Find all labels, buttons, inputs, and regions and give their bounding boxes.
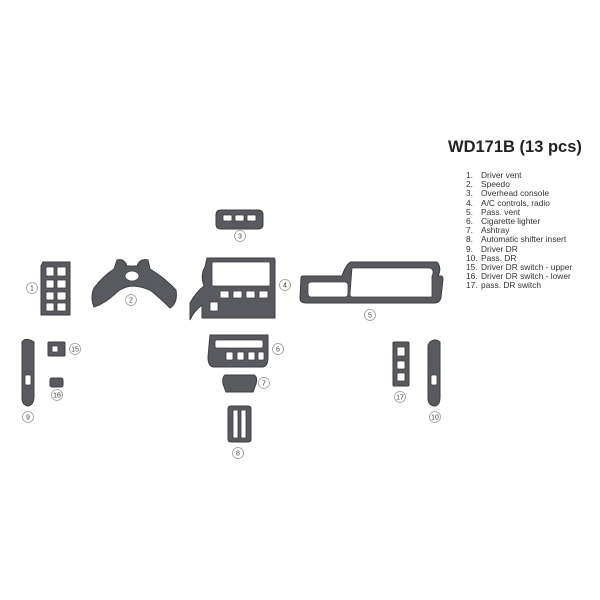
piece-ashtray	[222, 374, 258, 393]
svg-text:7: 7	[262, 381, 266, 388]
legend-label: Pass. DR	[481, 252, 517, 263]
svg-text:10: 10	[431, 415, 439, 422]
callout-16: 16	[51, 389, 63, 401]
legend-number: 2.	[466, 179, 473, 190]
legend-label: Driver DR	[481, 243, 518, 254]
callout-4: 4	[279, 279, 291, 291]
svg-text:6: 6	[276, 347, 280, 354]
parts-legend: 1. Driver vent 2. Speedo 3. Overhead consol…	[466, 170, 573, 291]
legend-item: 2. Speedo	[466, 179, 572, 190]
callout-3: 3	[234, 230, 246, 242]
callout-17: 17	[394, 391, 406, 403]
callout-8: 8	[232, 447, 244, 459]
piece-overhead-console	[215, 209, 264, 230]
legend-number: 3.	[466, 188, 473, 199]
legend-number: 6.	[466, 216, 473, 227]
legend-item: 9. Driver DR	[466, 243, 572, 254]
legend-label: Automatic shifter insert	[481, 234, 567, 245]
piece-driver-switch-lower	[49, 377, 64, 388]
piece-pass-door	[427, 339, 441, 407]
svg-text:16: 16	[53, 393, 61, 400]
legend-label: Ashtray	[481, 225, 510, 236]
svg-text:15: 15	[71, 347, 79, 354]
legend-number: 17.	[466, 280, 478, 291]
svg-text:17: 17	[396, 395, 404, 402]
svg-text:2: 2	[129, 298, 133, 305]
legend-label: Speedo	[481, 179, 510, 190]
legend-number: 15.	[466, 262, 478, 273]
piece-cigarette-lighter	[207, 334, 269, 368]
kit-title: WD171B (13 pcs)	[448, 138, 582, 156]
legend-number: 5.	[466, 206, 473, 217]
callout-9: 9	[22, 411, 34, 423]
callout-1: 1	[26, 282, 38, 294]
legend-item: 1. Driver vent	[466, 170, 572, 180]
legend-label: Overhead console	[481, 188, 549, 199]
piece-shifter-insert	[227, 405, 252, 443]
legend-item: 10.Pass. DR	[466, 252, 572, 263]
piece-pass-switch	[392, 341, 410, 387]
legend-label: Pass. vent	[481, 206, 521, 217]
svg-text:5: 5	[368, 313, 372, 320]
callout-7: 7	[258, 377, 270, 389]
legend-number: 9.	[466, 243, 473, 254]
legend-number: 16.	[466, 271, 478, 282]
svg-text:9: 9	[26, 415, 30, 422]
callout-2: 2	[125, 294, 137, 306]
svg-text:1: 1	[30, 286, 34, 293]
legend-item: 8. Automatic shifter insert	[466, 235, 572, 244]
piece-speedo	[91, 259, 177, 309]
legend-label: Driver DR switch - lower	[481, 271, 571, 282]
legend-item: 3. Overhead console	[466, 189, 572, 198]
legend-label: Cigarette lighter	[481, 216, 541, 227]
svg-text:4: 4	[283, 283, 287, 290]
piece-driver-vent	[40, 261, 71, 316]
legend-number: 8.	[466, 234, 473, 245]
piece-pass-vent	[299, 261, 444, 304]
legend-number: 10.	[466, 252, 478, 263]
legend-item: 5. Pass. vent	[466, 206, 572, 217]
piece-driver-switch-upper	[47, 341, 66, 357]
legend-item: 4. A/C controls, radio	[466, 197, 572, 208]
piece-ac-controls-radio	[189, 257, 276, 321]
legend-item: 16.Driver DR switch - lower	[466, 272, 572, 281]
legend-item: 6. Cigarette lighter	[466, 216, 572, 227]
legend-number: 4.	[466, 197, 473, 208]
legend-label: A/C controls, radio	[481, 197, 550, 208]
legend-item: 15.Driver DR switch - upper	[466, 262, 573, 273]
svg-text:8: 8	[236, 451, 240, 458]
legend-item: 17.pass. DR switch	[466, 281, 572, 290]
legend-number: 7.	[466, 225, 473, 236]
legend-label: Driver vent	[481, 170, 522, 180]
legend-item: 7. Ashtray	[466, 226, 572, 235]
legend-label: pass. DR switch	[481, 280, 542, 291]
svg-text:3: 3	[238, 234, 242, 241]
callout-5: 5	[364, 309, 376, 321]
piece-driver-door	[21, 338, 35, 407]
callout-15: 15	[69, 343, 81, 355]
callout-10: 10	[429, 411, 441, 423]
callout-6: 6	[272, 343, 284, 355]
legend-number: 1.	[466, 170, 473, 180]
legend-label: Driver DR switch - upper	[481, 262, 573, 273]
